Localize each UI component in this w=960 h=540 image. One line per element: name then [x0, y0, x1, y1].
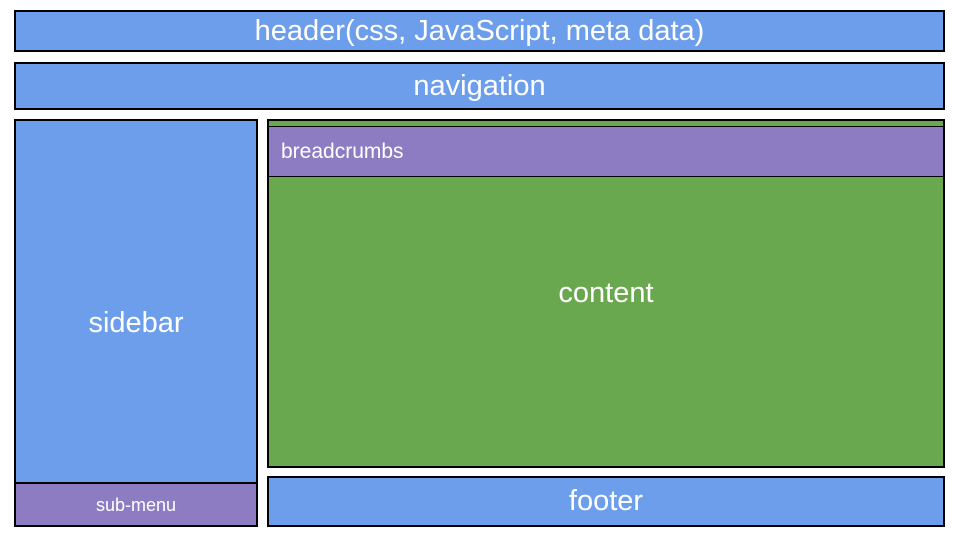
content-block: content breadcrumbs	[267, 119, 945, 468]
header-block: header(css, JavaScript, meta data)	[14, 10, 945, 52]
footer-label: footer	[568, 485, 644, 517]
navigation-label: navigation	[413, 69, 546, 102]
sidebar-label: sidebar	[88, 306, 184, 339]
sub-menu-block: sub-menu	[16, 482, 256, 525]
breadcrumbs-label: breadcrumbs	[281, 140, 404, 163]
sidebar-block: sidebar sub-menu	[14, 119, 258, 527]
sub-menu-label: sub-menu	[95, 494, 177, 515]
content-label: content	[558, 277, 654, 309]
navigation-block: navigation	[14, 62, 945, 110]
header-label: header(css, JavaScript, meta data)	[254, 14, 705, 47]
breadcrumbs-block: breadcrumbs	[269, 126, 943, 177]
footer-block: footer	[267, 476, 945, 527]
